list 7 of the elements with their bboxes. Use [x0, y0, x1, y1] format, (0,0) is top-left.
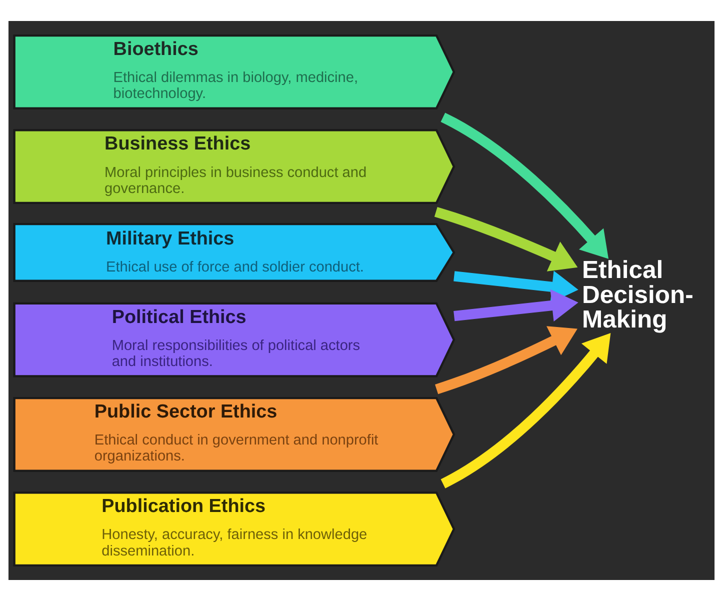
- node-text: Ethical Decision-Making: [582, 256, 694, 334]
- arrow: [440, 332, 611, 488]
- arrow: [434, 206, 578, 271]
- arrow: [435, 326, 578, 394]
- arrow: [454, 270, 578, 302]
- arrow: [440, 112, 609, 258]
- arrow: [454, 288, 578, 322]
